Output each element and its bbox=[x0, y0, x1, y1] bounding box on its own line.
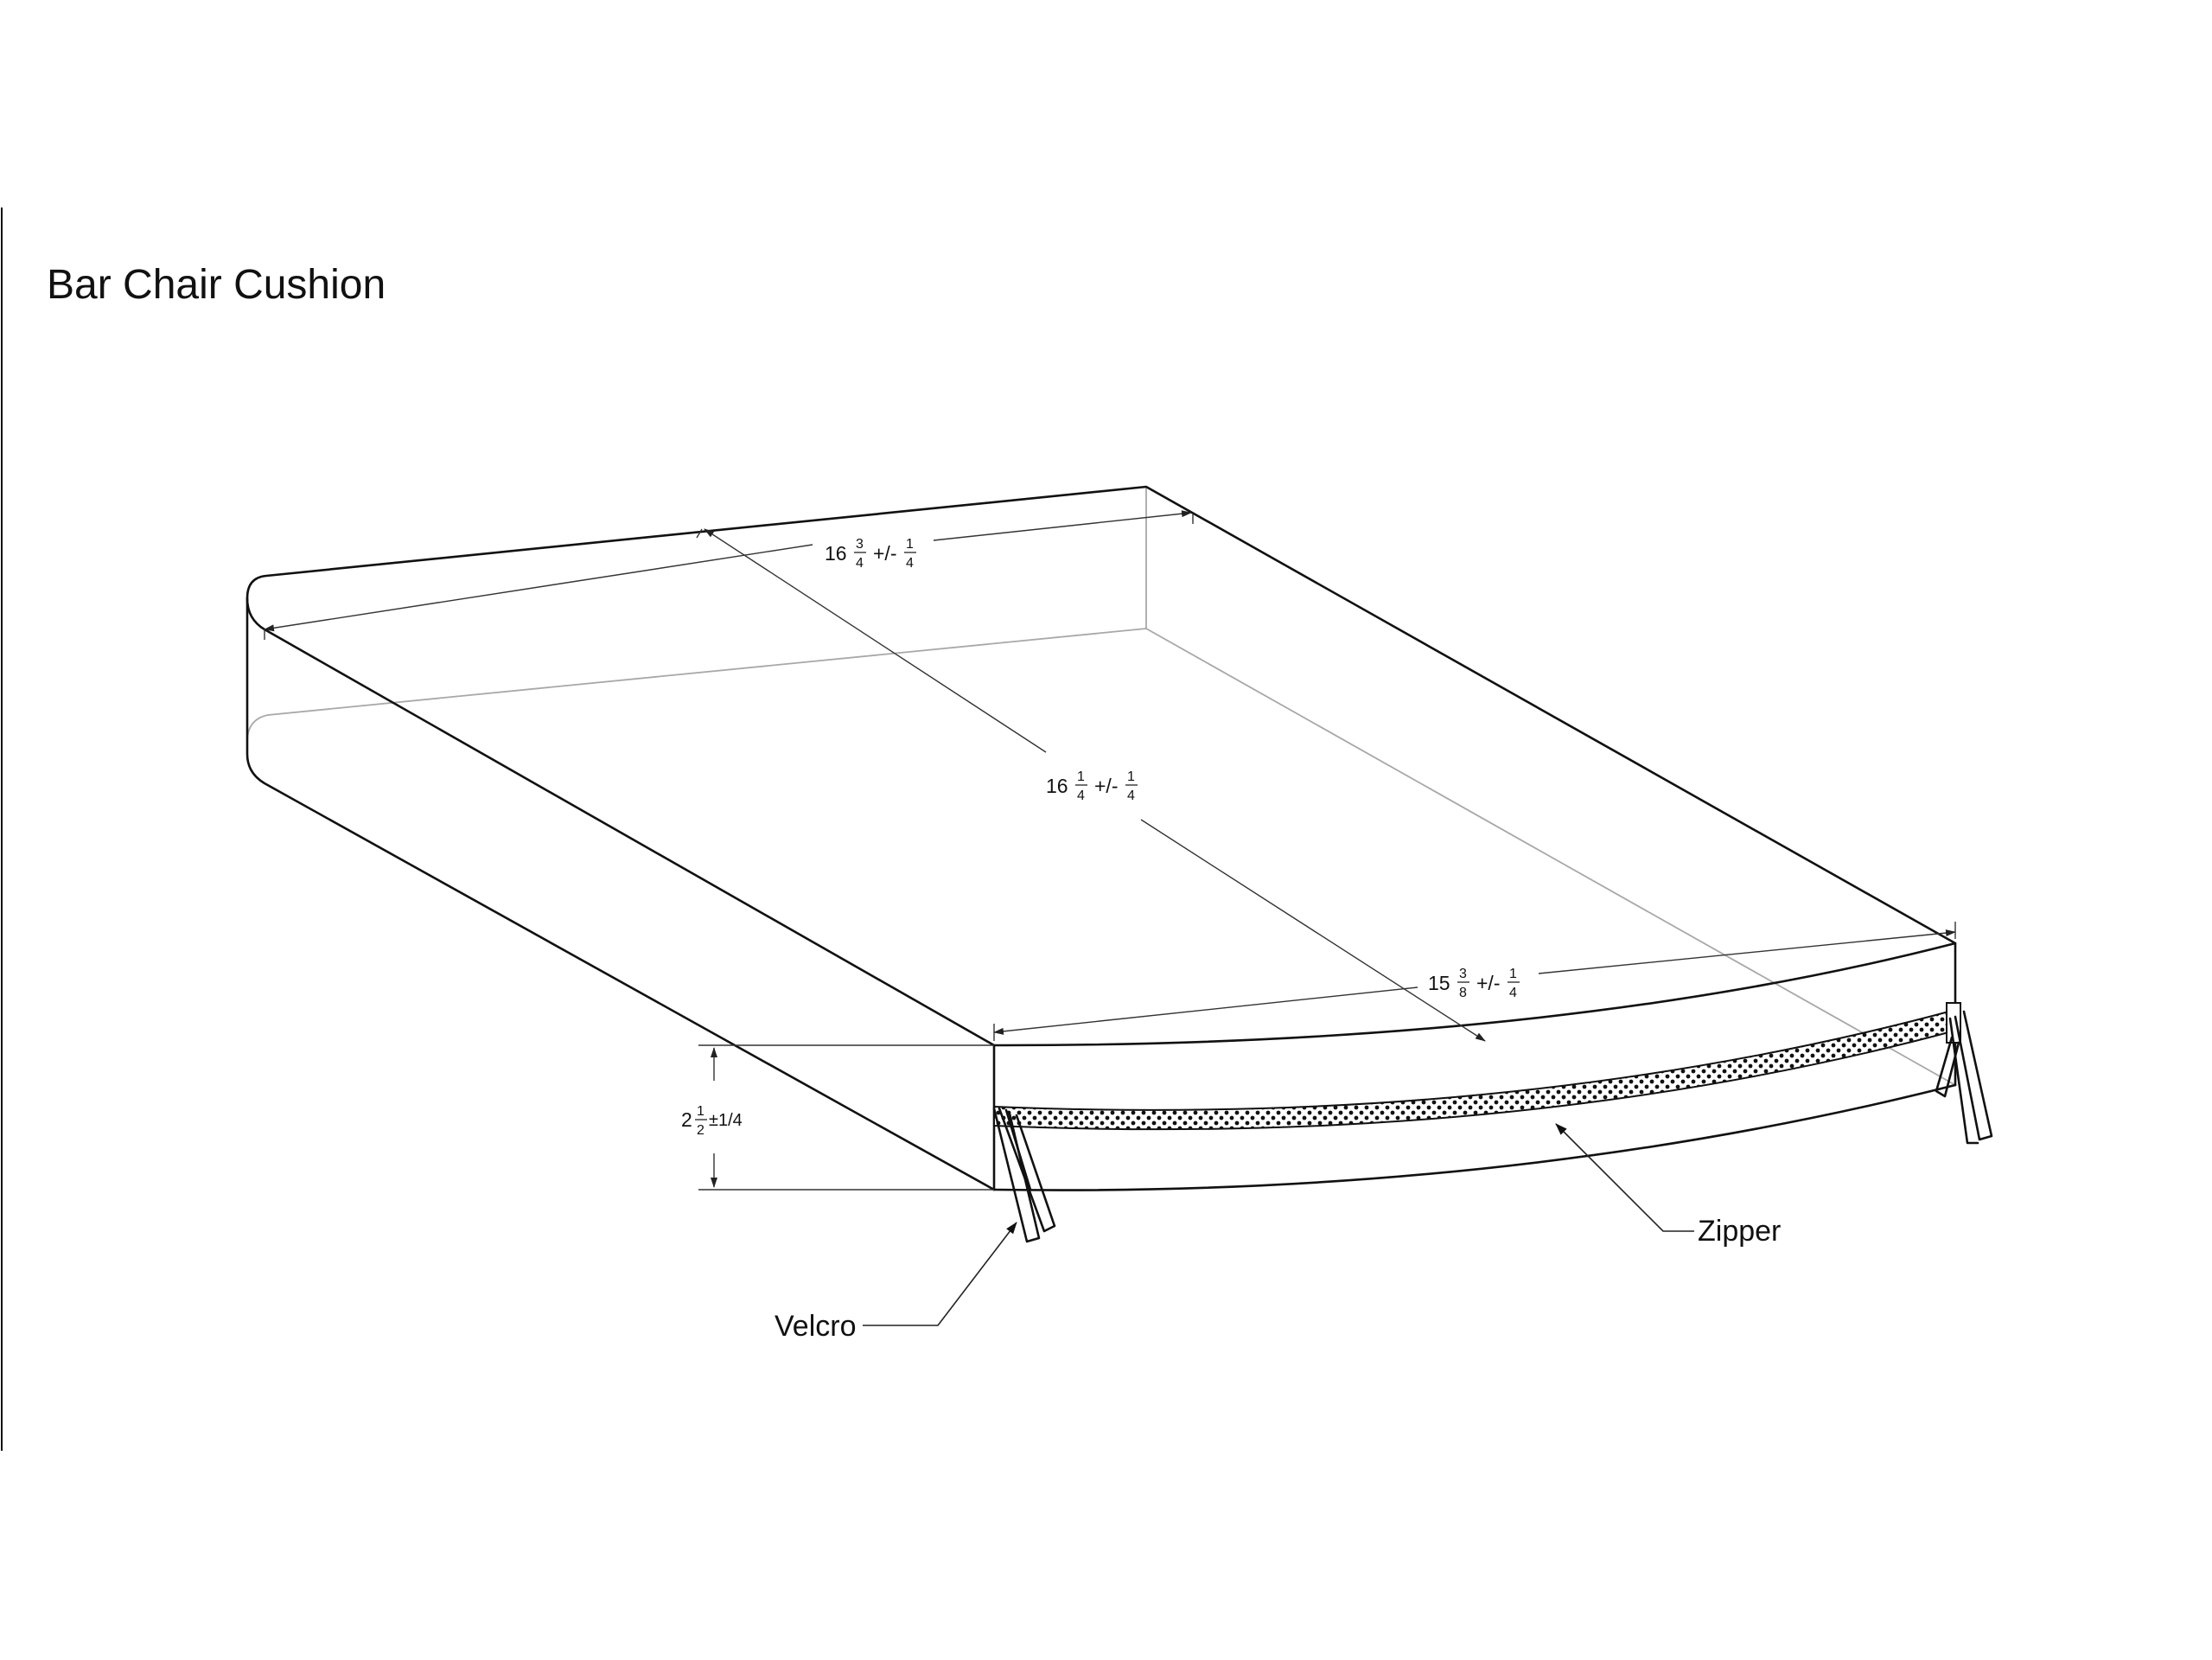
dim-width-front-den: 8 bbox=[1459, 986, 1467, 1000]
velcro-leader bbox=[863, 1222, 1017, 1326]
dim-depth-tol: +/- bbox=[1094, 775, 1118, 797]
dim-height-num: 1 bbox=[697, 1104, 704, 1119]
velcro-straps bbox=[992, 1107, 1056, 1243]
dim-width-back-den: 4 bbox=[856, 556, 864, 571]
dim-width-back-tol: +/- bbox=[873, 542, 896, 565]
dim-width-back-tol-num: 1 bbox=[906, 537, 914, 552]
zipper-pull-tab-3 bbox=[1948, 1017, 1979, 1145]
dimension-lines bbox=[264, 510, 1956, 1191]
dim-width-back-line-a bbox=[264, 544, 813, 632]
dim-width-front-tol: +/- bbox=[1476, 972, 1500, 994]
dim-width-front-num: 3 bbox=[1459, 967, 1467, 981]
dim-depth-num: 1 bbox=[1077, 769, 1085, 784]
dim-width-back-label: 16 3 4 +/- 1 4 bbox=[825, 537, 916, 571]
callout-velcro: Velcro bbox=[775, 1222, 1017, 1343]
dim-depth-label: 16 1 4 +/- 1 4 bbox=[1046, 769, 1138, 803]
dim-depth-line-b bbox=[1140, 819, 1486, 1042]
cushion-body bbox=[245, 485, 1957, 1191]
zipper-label: Zipper bbox=[1698, 1215, 1781, 1248]
dim-height-label: 2 1 2 ±1/4 bbox=[681, 1104, 743, 1138]
zipper-pull-tab-1 bbox=[1935, 1036, 1960, 1098]
top-face-outline bbox=[245, 485, 1957, 1047]
velcro-strap-3 bbox=[1004, 1108, 1032, 1191]
zipper-leader bbox=[1555, 1123, 1694, 1232]
left-side-outline bbox=[245, 597, 996, 1191]
dim-depth-tol-num: 1 bbox=[1127, 769, 1135, 784]
dim-width-back-whole: 16 bbox=[825, 542, 847, 565]
dim-width-back-num: 3 bbox=[856, 537, 864, 552]
velcro-strap-1 bbox=[992, 1107, 1041, 1243]
dim-height-whole: 2 bbox=[681, 1108, 692, 1131]
dim-width-front-line-a bbox=[993, 986, 1418, 1035]
dim-width-front-label: 15 3 8 +/- 1 4 bbox=[1428, 967, 1520, 1000]
dim-width-back-tol-den: 4 bbox=[906, 556, 914, 571]
dim-depth-whole: 16 bbox=[1046, 775, 1068, 797]
dim-depth-ext bbox=[696, 528, 703, 539]
dim-depth-tol-den: 4 bbox=[1127, 788, 1135, 803]
dim-width-front-tol-num: 1 bbox=[1509, 967, 1517, 981]
callout-zipper: Zipper bbox=[1555, 1123, 1781, 1248]
dim-width-front-line-b bbox=[1538, 929, 1956, 974]
drawing-title: Bar Chair Cushion bbox=[47, 262, 386, 308]
zipper-tape bbox=[993, 1008, 1956, 1131]
dim-width-front-tol-den: 4 bbox=[1509, 986, 1517, 1000]
front-bottom-edge bbox=[992, 1083, 1957, 1191]
velcro-strap-2 bbox=[998, 1107, 1056, 1233]
velcro-label: Velcro bbox=[775, 1310, 857, 1343]
dim-height-tol: ±1/4 bbox=[709, 1111, 743, 1130]
dim-height-den: 2 bbox=[697, 1123, 704, 1138]
dim-width-front-whole: 15 bbox=[1428, 972, 1450, 994]
zipper bbox=[993, 1002, 1993, 1145]
zipper-pull-tab-2 bbox=[1954, 1010, 1993, 1141]
dim-depth-line-a bbox=[704, 528, 1047, 753]
dim-width-back-line-b bbox=[933, 510, 1192, 541]
dim-depth-den: 4 bbox=[1077, 788, 1085, 803]
